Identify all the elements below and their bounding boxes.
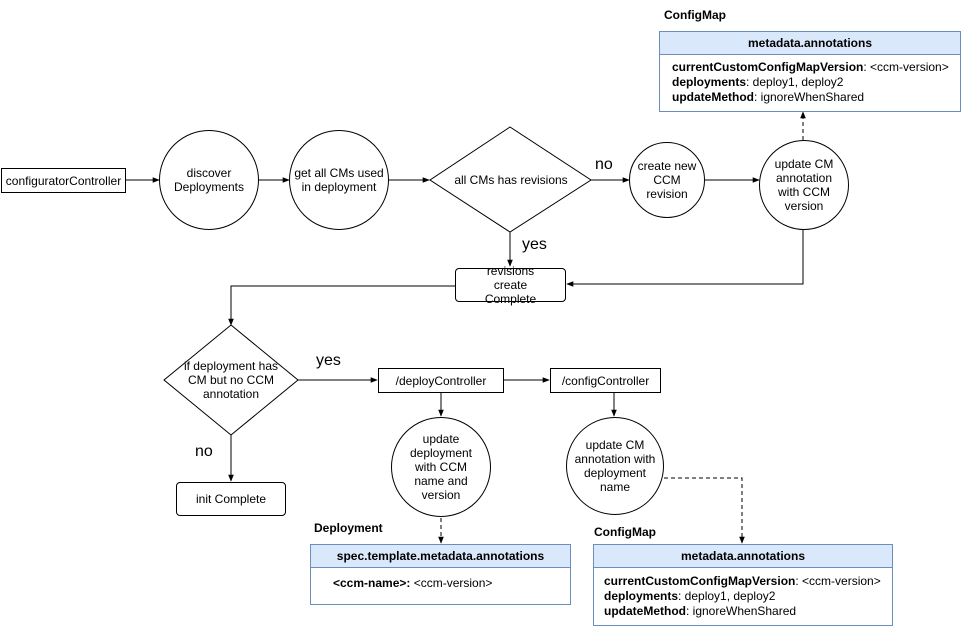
configmap-top-card: metadata.annotations currentCustomConfig… [659, 31, 961, 112]
config-controller-box: /configController [550, 368, 661, 393]
edge-label-yes-top: yes [522, 236, 547, 253]
deployment-card: spec.template.metadata.annotations <ccm-… [310, 544, 571, 605]
configurator-controller-box: configuratorController [1, 168, 126, 193]
deploy-controller-box: /deployController [378, 368, 504, 393]
if-deployment-has-cm-label: if deployment has CM but no CCM annotati… [183, 359, 279, 401]
card-row: updateMethod: ignoreWhenShared [604, 604, 797, 618]
card-body: currentCustomConfigMapVersion: <ccm-vers… [660, 55, 960, 105]
update-cm-annotation-deployment-node: update CM annotation with deployment nam… [566, 417, 664, 515]
card-header: metadata.annotations [660, 32, 960, 55]
card-header: metadata.annotations [594, 545, 892, 568]
edge-label-yes-mid: yes [316, 352, 341, 369]
update-deployment-node: update deployment with CCM name and vers… [391, 417, 491, 517]
configmap-top-title: ConfigMap [664, 8, 726, 22]
init-complete-box: init Complete [176, 482, 286, 516]
all-cms-has-revisions-label: all CMs has revisions [454, 173, 568, 187]
deployment-card-title: Deployment [314, 521, 383, 535]
card-body: currentCustomConfigMapVersion: <ccm-vers… [594, 568, 892, 619]
card-row: deployments: deploy1, deploy2 [672, 75, 844, 89]
card-row: currentCustomConfigMapVersion: <ccm-vers… [604, 574, 881, 588]
edge-update-to-revisions [566, 230, 804, 287]
revisions-create-complete-box: revisions create Complete [455, 264, 566, 306]
card-row: currentCustomConfigMapVersion: <ccm-vers… [672, 60, 949, 74]
configmap-bottom-title: ConfigMap [594, 525, 656, 539]
decision-if-deployment-has-cm [163, 324, 299, 436]
card-row: updateMethod: ignoreWhenShared [672, 90, 865, 104]
get-all-cms-node: get all CMs used in deployment [289, 130, 389, 230]
update-cm-annotation-ccm-node: update CM annotation with CCM version [759, 140, 849, 230]
discover-deployments-node: discover Deployments [159, 130, 259, 230]
edge-update-cm-to-card [664, 477, 745, 544]
card-row: <ccm-name>: <ccm-version> [333, 576, 493, 590]
card-header: spec.template.metadata.annotations [311, 545, 570, 568]
create-new-ccm-revision-node: create new CCM revision [629, 142, 705, 218]
decision-all-cms-has-revisions [429, 126, 592, 233]
card-row: deployments: deploy1, deploy2 [604, 589, 776, 603]
card-body: <ccm-name>: <ccm-version> [311, 568, 570, 591]
edge-revisions-to-ifdeployment [228, 285, 455, 326]
edge-label-no-top: no [595, 156, 613, 173]
edge-label-no-bottom: no [195, 443, 213, 460]
configmap-bottom-card: metadata.annotations currentCustomConfig… [593, 544, 893, 626]
